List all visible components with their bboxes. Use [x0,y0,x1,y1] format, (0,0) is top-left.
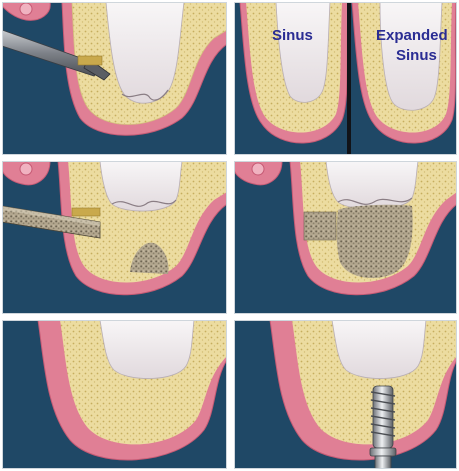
panel-window-opening [2,2,227,155]
panel-healed-bone [2,320,227,469]
panel-graft-filled [234,161,457,314]
expanded-sinus-label-line2: Sinus [396,47,437,64]
panel-implant-placed [234,320,457,469]
expanded-sinus-label-line1: Expanded [376,27,448,44]
panel-graft-insertion [2,161,227,314]
panel-sinus-comparison: Sinus Expanded Sinus [234,2,457,155]
sinus-label: Sinus [272,27,313,44]
